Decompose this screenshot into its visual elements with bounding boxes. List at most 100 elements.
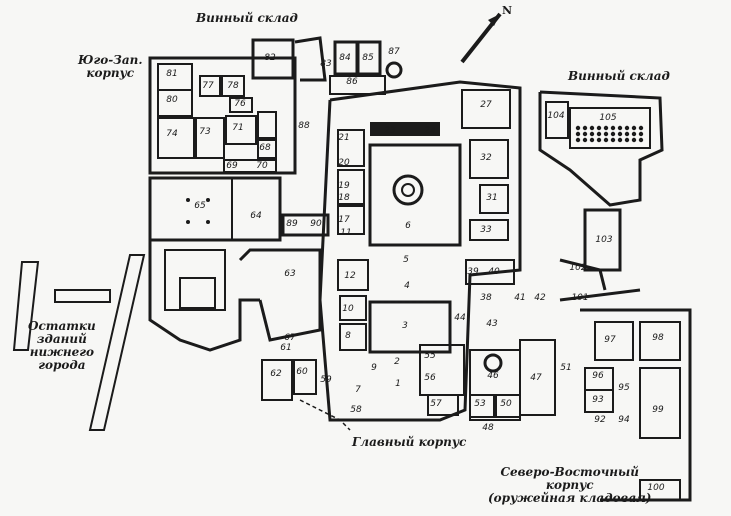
- room-105-wall: [569, 107, 651, 149]
- southwest-label-line-2: корпус: [86, 66, 135, 80]
- room-number-77: 77: [202, 81, 214, 91]
- room-number-17: 17: [338, 215, 350, 225]
- pithos-jar: [582, 137, 588, 143]
- room-number-81: 81: [166, 69, 177, 79]
- room-number-64: 64: [250, 211, 262, 221]
- wine-store-east-label: Винный склад: [568, 69, 670, 83]
- room-number-31: 31: [486, 193, 497, 203]
- storeroom-23-24: [370, 122, 440, 136]
- room-number-42: 42: [534, 293, 546, 303]
- wine-store-north-label: Винный склад: [196, 11, 298, 25]
- pithos-jar: [617, 131, 623, 137]
- main-building-label: Главный корпус: [352, 435, 467, 449]
- pithos-jar: [617, 125, 623, 131]
- room-number-74: 74: [166, 129, 178, 139]
- room-number-85: 85: [362, 53, 374, 63]
- southwest-label-line-1: Юго-Зап.: [78, 53, 143, 67]
- room-76-wall: [229, 97, 253, 113]
- pithos-jar: [575, 125, 581, 131]
- room-number-38: 38: [480, 293, 492, 303]
- room-number-4: 4: [404, 281, 410, 291]
- pithos-jar: [589, 137, 595, 143]
- room-99-wall: [639, 367, 681, 439]
- room-68-wall: [257, 139, 277, 159]
- room-53-wall: [469, 394, 495, 418]
- room-number-18: 18: [338, 193, 350, 203]
- room-number-55: 55: [424, 351, 436, 361]
- room-74-wall: [157, 117, 195, 159]
- room-number-10: 10: [342, 304, 354, 314]
- pithos-jar: [610, 125, 616, 131]
- lower-town-line-2: зданий: [36, 332, 87, 346]
- room-number-53: 53: [474, 399, 486, 409]
- room-73-wall: [195, 117, 225, 159]
- room-number-95: 95: [618, 383, 630, 393]
- lower-town-strip-1: [12, 261, 40, 351]
- pithos-jar: [638, 137, 644, 143]
- area-63-wall: [238, 248, 322, 342]
- north-label: N: [502, 4, 513, 17]
- room-number-59: 59: [320, 375, 332, 385]
- central-area: [238, 213, 351, 431]
- room-71-wall: [225, 115, 257, 145]
- room-47-wall: [519, 339, 556, 416]
- room-number-50: 50: [500, 399, 512, 409]
- room-number-20: 20: [338, 158, 350, 168]
- column-base: [206, 198, 210, 202]
- room-number-68: 68: [259, 143, 271, 153]
- room-number-92: 92: [594, 415, 606, 425]
- room-19-wall: [337, 169, 365, 205]
- room-100-wall: [639, 479, 681, 501]
- pithos-jar: [624, 125, 630, 131]
- room-69-wall: [223, 159, 277, 173]
- room-number-65: 65: [194, 201, 206, 211]
- northeast-line-3: (оружейная кладовая): [488, 491, 652, 505]
- northeast-line-2: корпус: [545, 478, 594, 492]
- lower-town-label: Остатки зданий нижнего города: [28, 320, 96, 372]
- room-number-93: 93: [592, 395, 604, 405]
- room-number-56: 56: [424, 373, 436, 383]
- north-arrow: [460, 12, 502, 64]
- room-number-33: 33: [480, 225, 492, 235]
- room-number-101: 101: [571, 293, 588, 303]
- room-33-wall: [469, 219, 509, 241]
- room-number-96: 96: [592, 371, 604, 381]
- room-number-83: 83: [320, 59, 332, 69]
- room-number-21: 21: [338, 133, 349, 143]
- room-number-19: 19: [338, 181, 350, 191]
- pithos-jar: [603, 137, 609, 143]
- court-65-wall: [148, 176, 282, 242]
- fountain-outer: [392, 174, 424, 206]
- pithos-jar: [610, 131, 616, 137]
- room-98-wall: [639, 321, 681, 361]
- bath-46: [483, 353, 503, 373]
- room-number-100: 100: [647, 483, 664, 493]
- column-base: [186, 198, 190, 202]
- room-number-44: 44: [454, 313, 466, 323]
- wine-store-outer: [538, 90, 664, 207]
- room-number-89: 89: [286, 219, 298, 229]
- room-82-wall: [251, 38, 295, 80]
- room-number-63: 63: [284, 269, 296, 279]
- pithoi-rows: [575, 125, 644, 143]
- room-32-wall: [469, 139, 509, 179]
- column-base: [206, 220, 210, 224]
- lower-town-line-4: города: [38, 358, 86, 372]
- pithos-jar: [589, 125, 595, 131]
- room-number-5: 5: [403, 255, 409, 265]
- room-number-12: 12: [344, 271, 356, 281]
- room-number-61: 61: [280, 343, 291, 353]
- room-83-wall: [294, 36, 327, 82]
- southwest-building-label: Юго-Зап. корпус: [78, 54, 143, 80]
- room-number-103: 103: [595, 235, 612, 245]
- rooms-39-40-wall: [465, 259, 515, 285]
- room-10-wall: [339, 295, 367, 321]
- room-number-70: 70: [256, 161, 268, 171]
- pithos-jar: [582, 131, 588, 137]
- room-number-2: 2: [394, 357, 400, 367]
- room-104-wall: [545, 101, 569, 139]
- pithos-jar: [589, 131, 595, 137]
- lower-town-line-3: нижнего: [29, 345, 95, 359]
- lower-town-strip-2: [54, 289, 111, 303]
